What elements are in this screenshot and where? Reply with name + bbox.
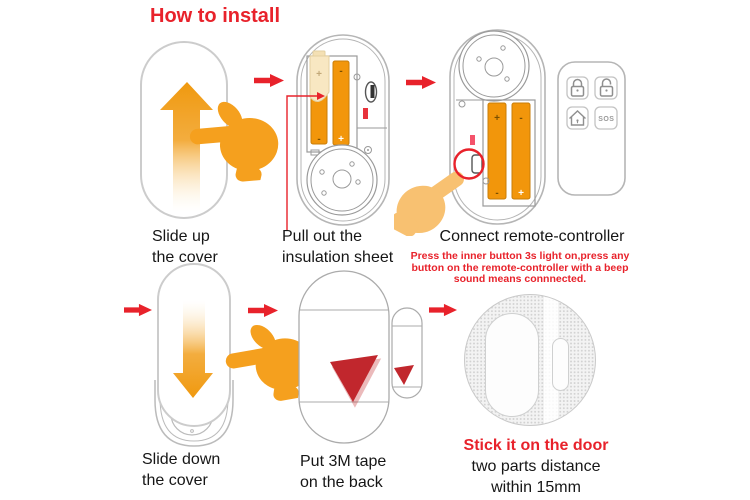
home-arm-button bbox=[566, 106, 589, 130]
arm-button bbox=[566, 76, 589, 100]
speaker bbox=[306, 144, 378, 216]
home-icon bbox=[569, 110, 586, 126]
led-window bbox=[470, 135, 475, 145]
battery-right bbox=[511, 102, 531, 200]
flow-arrow-4 bbox=[248, 304, 278, 317]
sos-label: SOS bbox=[598, 116, 614, 123]
step-6-highlight: Stick it on the door bbox=[463, 437, 609, 454]
svg-text:+: + bbox=[518, 188, 524, 199]
page-title: How to install bbox=[150, 5, 280, 27]
main-unit-back bbox=[298, 270, 390, 444]
led-window bbox=[363, 108, 368, 119]
svg-text:+: + bbox=[338, 134, 344, 145]
device-cover-sliding bbox=[154, 263, 234, 447]
step-3-caption: Connect remote-controller bbox=[439, 228, 625, 245]
svg-text:-: - bbox=[495, 188, 498, 199]
battery-left bbox=[487, 102, 507, 200]
remote-controller: SOS bbox=[557, 61, 626, 196]
tape-triangle bbox=[394, 365, 414, 385]
flow-arrow-1 bbox=[254, 74, 284, 87]
svg-text:+: + bbox=[494, 113, 500, 124]
svg-text:-: - bbox=[519, 113, 522, 124]
lock-icon bbox=[570, 78, 585, 97]
step-4-caption: Slide down the cover bbox=[142, 451, 221, 489]
hand-icon bbox=[189, 101, 279, 185]
device-open-back: - - + + bbox=[296, 34, 390, 226]
slide-down-arrow bbox=[173, 300, 213, 398]
step-2-caption: Pull out the insulation sheet bbox=[282, 228, 394, 266]
pairing-button bbox=[471, 154, 483, 174]
step-3-note: Press the inner button 3s light on,press… bbox=[410, 250, 630, 285]
door-closeup bbox=[464, 294, 596, 426]
svg-text:+: + bbox=[316, 69, 322, 80]
mounted-main-unit bbox=[485, 313, 539, 417]
step-5-caption: Put 3M tape on the back bbox=[300, 453, 387, 491]
battery-compartment bbox=[482, 99, 536, 207]
svg-text:-: - bbox=[339, 66, 342, 77]
unlock-icon bbox=[599, 78, 614, 97]
sos-button bbox=[594, 106, 618, 130]
hand-icon bbox=[225, 324, 313, 403]
slide-up-arrow bbox=[160, 82, 213, 212]
highlight-ring bbox=[453, 148, 485, 180]
speaker bbox=[458, 30, 530, 102]
flow-arrow-5 bbox=[429, 303, 457, 317]
hand-icon bbox=[394, 171, 464, 236]
door-gap bbox=[544, 295, 558, 425]
magnet-back bbox=[391, 307, 423, 399]
svg-text:-: - bbox=[317, 134, 320, 145]
disarm-button bbox=[594, 76, 618, 100]
step-1-caption: Slide up the cover bbox=[152, 228, 218, 266]
device-open-inverted: + - - + bbox=[449, 29, 546, 225]
flow-arrow-3 bbox=[124, 303, 152, 317]
annotation-pointer bbox=[286, 92, 325, 230]
step-6-caption: Stick it on the door two parts distance … bbox=[440, 436, 632, 498]
device-cover-front bbox=[140, 41, 228, 219]
insulation-sheet bbox=[309, 55, 330, 102]
mounted-magnet bbox=[552, 338, 569, 391]
flow-arrow-2 bbox=[406, 76, 436, 89]
tape-triangle bbox=[330, 355, 378, 402]
